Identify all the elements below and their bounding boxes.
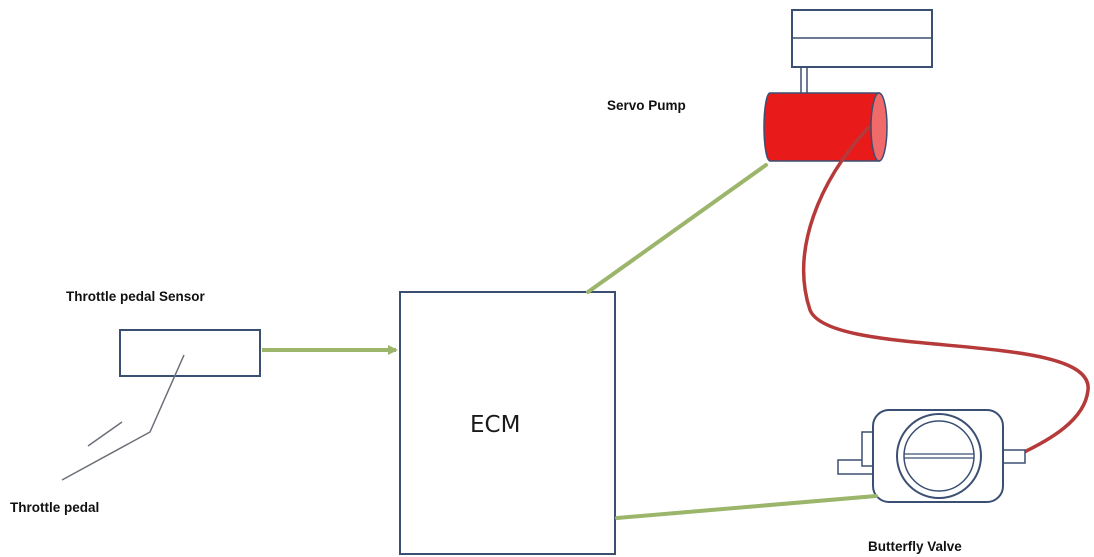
ecm-label: ECM bbox=[470, 412, 520, 438]
throttle-pedal-arm bbox=[87, 421, 123, 447]
wire-ecm-to-pump bbox=[586, 163, 768, 294]
servo-pump-label: Servo Pump bbox=[607, 98, 686, 113]
throttle-pedal-sensor-label: Throttle pedal Sensor bbox=[66, 289, 206, 304]
servo-pump bbox=[763, 92, 888, 162]
butterfly-valve-label: Butterfly Valve bbox=[868, 539, 962, 554]
hydraulic-hose bbox=[801, 126, 1090, 457]
throttle-pedal-label: Throttle pedal bbox=[10, 500, 99, 515]
wire-ecm-to-valve bbox=[615, 494, 878, 520]
throttle-pedal-sensor-box bbox=[119, 329, 261, 377]
butterfly-valve bbox=[837, 409, 1026, 503]
reservoir bbox=[791, 9, 933, 68]
ecm-box bbox=[399, 291, 616, 555]
reservoir-pipe bbox=[800, 67, 808, 97]
throttle-pedal-linkage bbox=[61, 354, 185, 481]
